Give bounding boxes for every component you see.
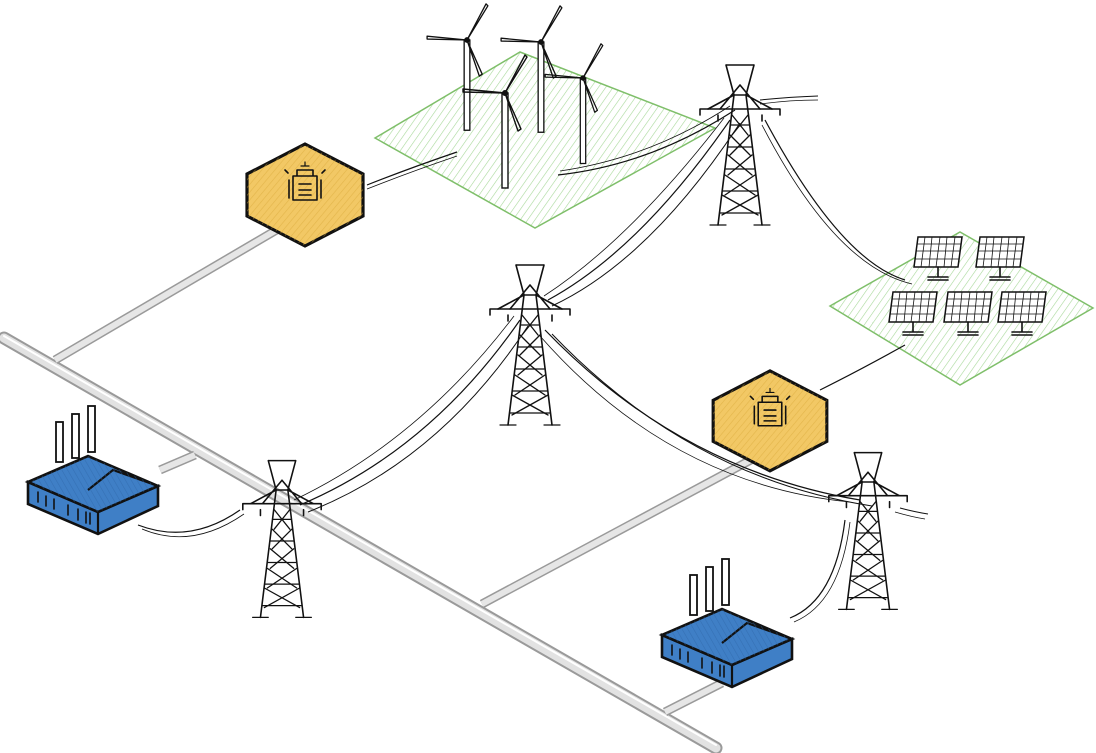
branch-ducts xyxy=(52,221,763,717)
solar-farm xyxy=(828,231,1095,386)
wind-farm xyxy=(373,3,717,229)
factory-icon xyxy=(26,404,794,689)
power-lines xyxy=(137,95,929,623)
trunk-duct xyxy=(0,331,723,753)
